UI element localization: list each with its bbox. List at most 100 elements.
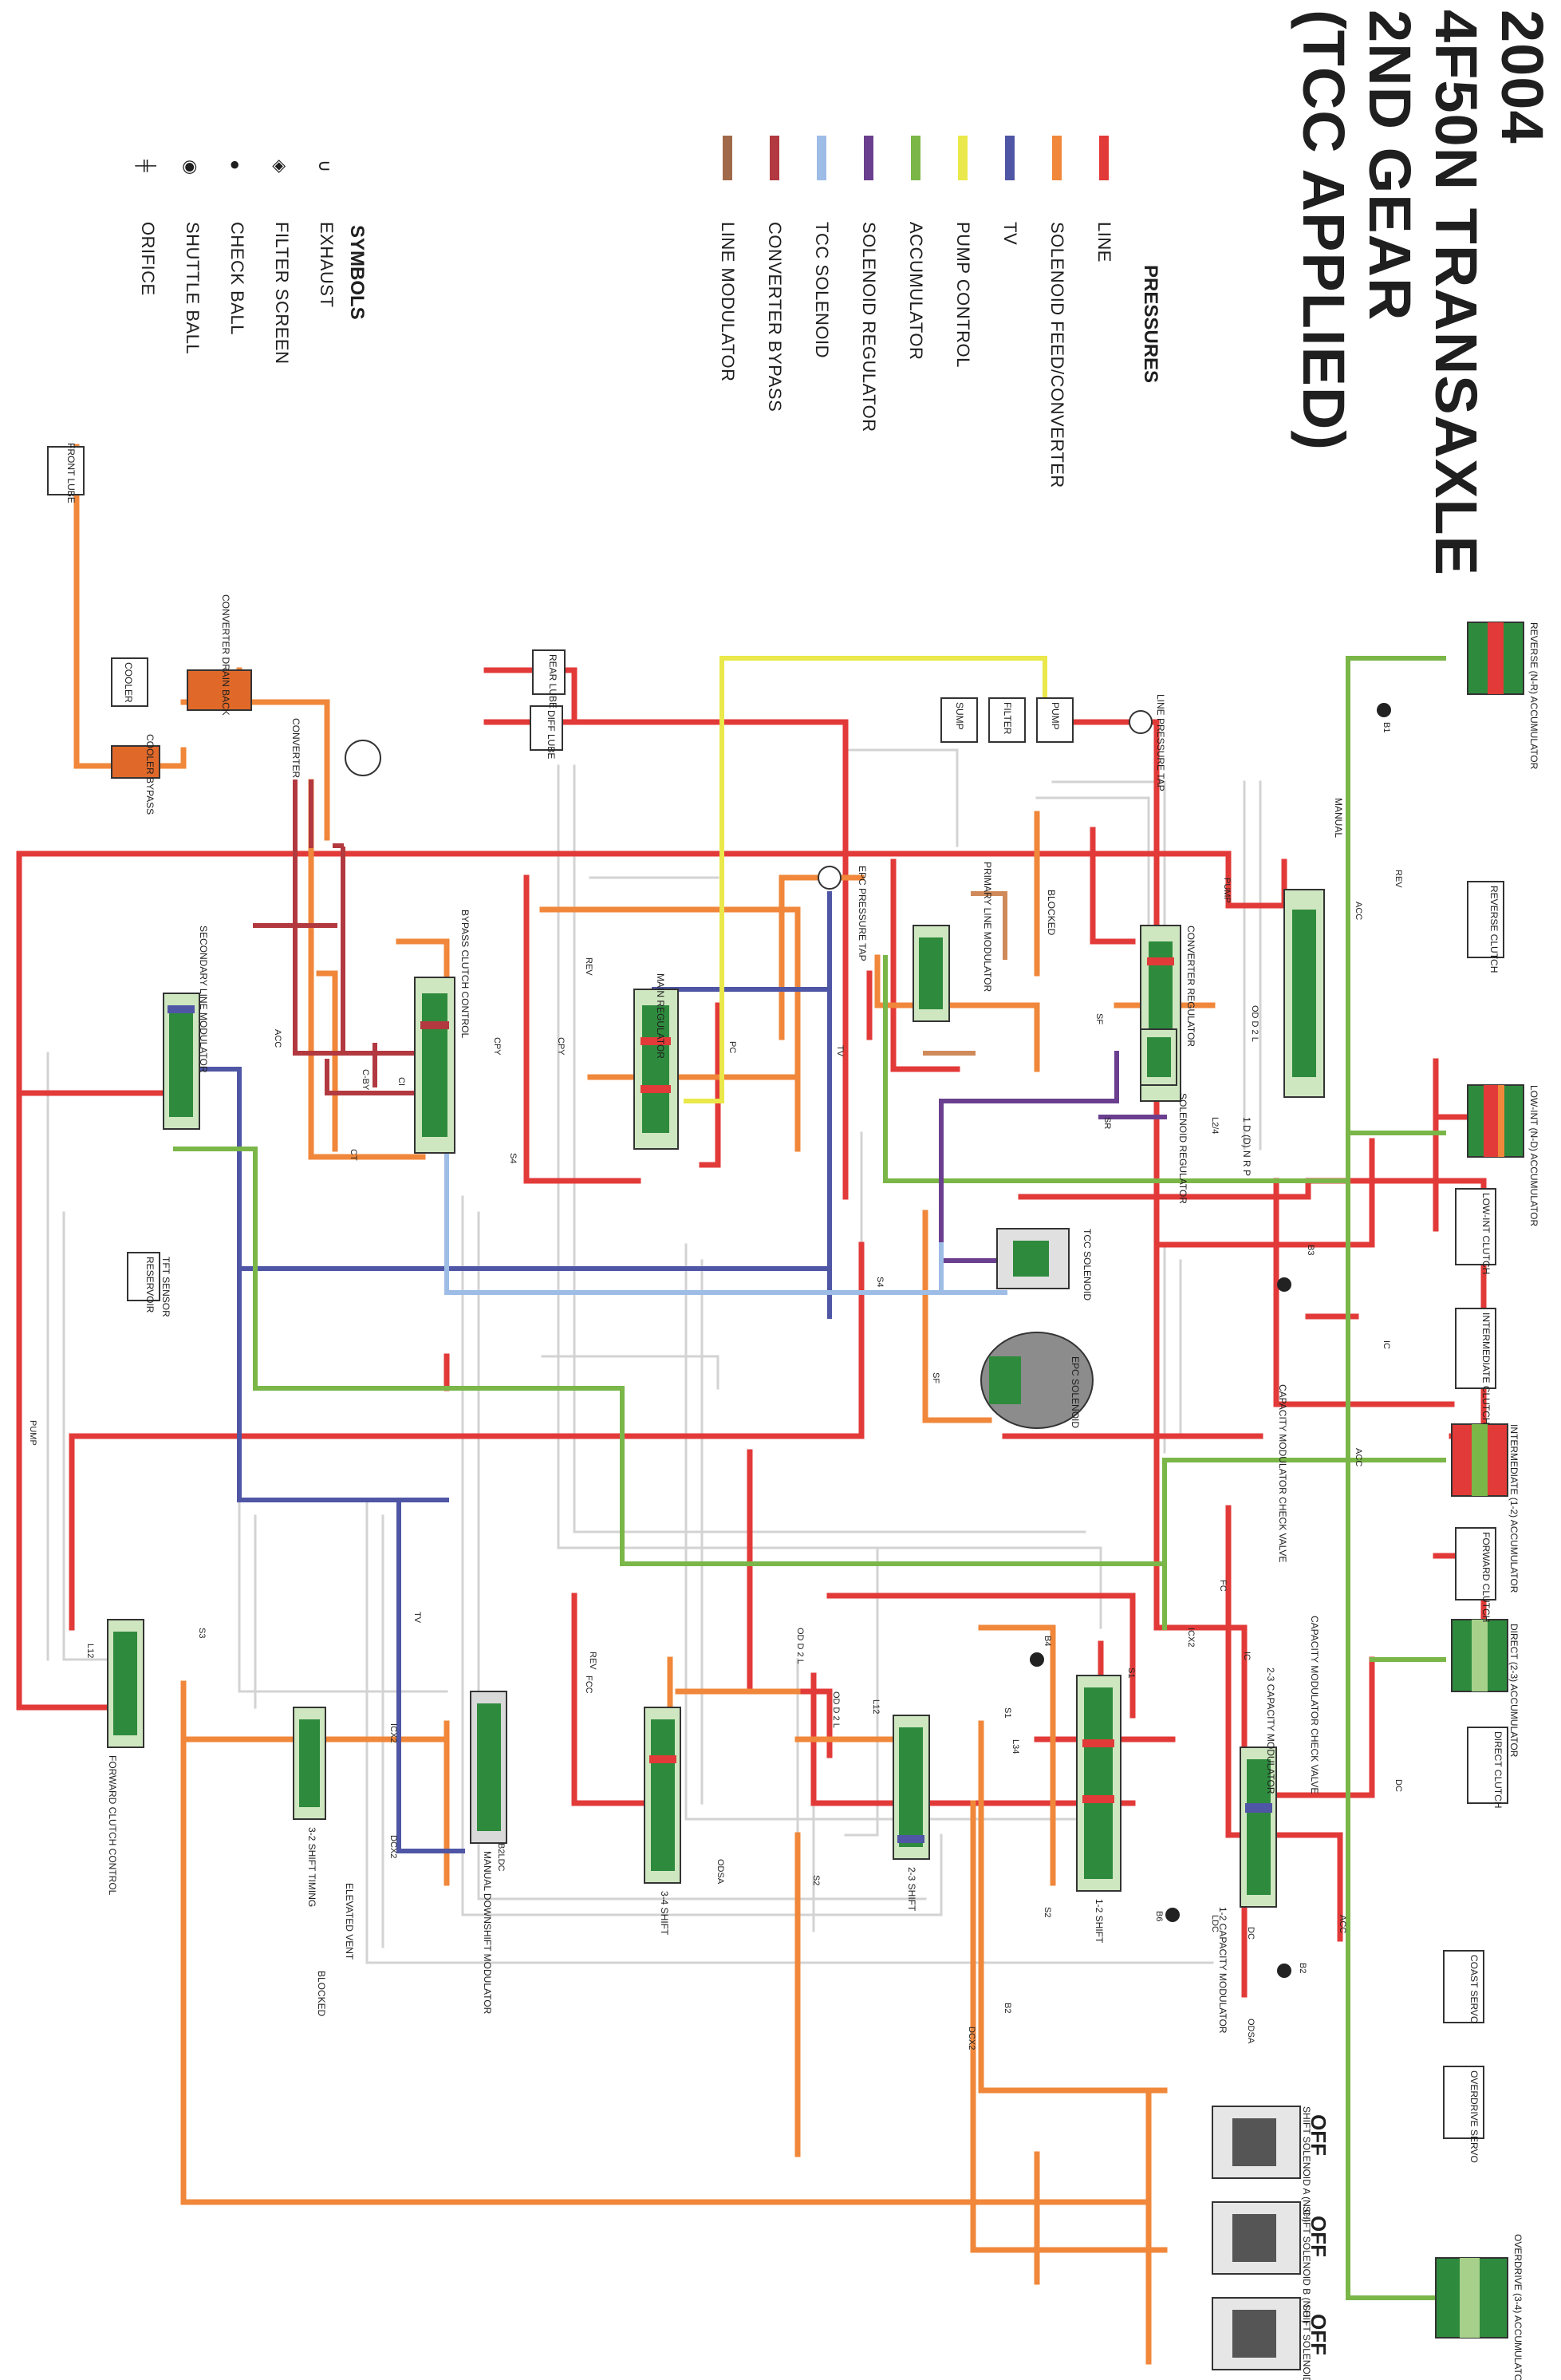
- primary-line-modulator-label: PRIMARY LINE MODULATOR: [982, 862, 993, 993]
- shift-solenoid-c-label: SHIFT SOLENOID C (N.O.): [1301, 2304, 1312, 2380]
- svg-text:IC: IC: [1382, 1340, 1391, 1349]
- diff-lube-label: DIFF LUBE: [546, 710, 557, 760]
- svg-text:REV: REV: [584, 957, 593, 976]
- svg-text:L12: L12: [871, 1699, 881, 1714]
- tv-passages: [189, 891, 832, 1853]
- secondary-line-modulator-valve: [163, 993, 200, 1130]
- low-int-clutch-label: LOW-INT CLUTCH: [1480, 1193, 1492, 1275]
- svg-text:ACC: ACC: [1354, 1448, 1363, 1466]
- intermediate-clutch-label: INTERMEDIATE CLUTCH: [1480, 1312, 1492, 1425]
- capacity-modulator-check-valve-2-label: CAPACITY MODULATOR CHECK VALVE: [1309, 1616, 1320, 1794]
- epc-pressure-tap-label: EPC PRESSURE TAP: [857, 866, 868, 961]
- svg-text:B2: B2: [1298, 1963, 1307, 1973]
- svg-text:DCX2: DCX2: [967, 2027, 976, 2050]
- svg-text:B2: B2: [1003, 2003, 1012, 2013]
- svg-text:CPY: CPY: [492, 1037, 502, 1056]
- svg-text:PUMP: PUMP: [28, 1420, 37, 1446]
- shift-2-3-valve: [893, 1715, 930, 1860]
- modulator-2-3-valve: [1240, 1747, 1277, 1908]
- cooler-box: [111, 657, 148, 707]
- overdrive-servo-box: [1443, 2066, 1484, 2139]
- svg-text:CT: CT: [349, 1149, 358, 1161]
- svg-text:B4: B4: [1043, 1636, 1052, 1646]
- shift-3-4-label: 3-4 SHIFT: [659, 1891, 670, 1936]
- converter-bypass-dashed: [333, 843, 345, 1056]
- tcc-solenoid-label: TCC SOLENOID: [1082, 1229, 1093, 1301]
- overdrive-servo-label: OVERDRIVE SERVO: [1468, 2070, 1480, 2163]
- shift-2-3-label: 2-3 SHIFT: [906, 1867, 917, 1912]
- right-side-components: [1435, 622, 1524, 2339]
- coast-servo-label: COAST SERVO: [1468, 1955, 1480, 2024]
- converter-bypass-passages: [293, 780, 433, 1095]
- reservoir-label: RESERVOIR: [144, 1257, 156, 1313]
- passage-labels: REV PUMP ACC OD D 2 L SF L2/4 SR PC TV C…: [28, 722, 1403, 2050]
- svg-text:ACC: ACC: [1338, 1915, 1347, 1933]
- low-int-accumulator: [1467, 1084, 1524, 1158]
- svg-text:TV: TV: [412, 1612, 422, 1624]
- forward-clutch-control-valve: [107, 1619, 144, 1748]
- direct-clutch-label: DIRECT CLUTCH: [1492, 1731, 1504, 1809]
- cooler-bypass: [111, 745, 160, 779]
- svg-text:PC: PC: [727, 1041, 737, 1053]
- diff-lube-box: [530, 705, 563, 751]
- pressure-swatch: [817, 136, 826, 180]
- svg-text:REV: REV: [1393, 870, 1403, 888]
- shift-solenoid-a-label: SHIFT SOLENOID A (N.C.): [1301, 2106, 1312, 2223]
- manual-valve: [1283, 889, 1325, 1098]
- svg-text:S4: S4: [508, 1153, 518, 1163]
- svg-text:B2LDC: B2LDC: [496, 1843, 506, 1872]
- epc-solenoid-label: EPC SOLENOID: [1070, 1356, 1081, 1429]
- exhaust-passages: [46, 748, 1262, 1964]
- svg-text:SF: SF: [931, 1372, 940, 1383]
- elevated-vent-label: ELEVATED VENT: [344, 1883, 355, 1960]
- svg-text:S1: S1: [1003, 1707, 1012, 1718]
- sump-label: SUMP: [954, 702, 965, 730]
- filter-label: FILTER: [1002, 702, 1013, 735]
- svg-text:ACC: ACC: [1354, 902, 1363, 920]
- svg-text:S4: S4: [875, 1277, 885, 1287]
- forward-clutch-label: FORWARD CLUTCH: [1480, 1532, 1492, 1623]
- blocked-2-label: BLOCKED: [316, 1971, 327, 2017]
- pressure-swatch: [1099, 136, 1109, 180]
- svg-text:DC: DC: [1393, 1779, 1403, 1792]
- line-pressure-tap-gauge: [1129, 710, 1153, 734]
- reverse-accumulator-label: REVERSE (N-R) ACCUMULATOR: [1528, 622, 1539, 770]
- svg-text:CPY: CPY: [556, 1037, 566, 1056]
- coast-servo-box: [1443, 1950, 1484, 2023]
- cooler-bypass-label: COOLER BYPASS: [144, 734, 156, 815]
- svg-text:OD D 2 L: OD D 2 L: [795, 1628, 805, 1664]
- svg-text:PUMP: PUMP: [1222, 878, 1232, 903]
- bypass-clutch-control-valve: [414, 977, 455, 1154]
- svg-text:CI: CI: [396, 1077, 406, 1086]
- accumulator-passages: [173, 656, 1446, 2300]
- svg-text:L2/4: L2/4: [1210, 1117, 1220, 1134]
- svg-text:L34: L34: [1011, 1739, 1020, 1754]
- pressure-swatch: [770, 136, 779, 180]
- overdrive-accumulator: [1435, 2257, 1508, 2339]
- solenoid-regulator-passages: [939, 1051, 1167, 1263]
- tft-sensor-label: TFT SENSOR: [160, 1257, 171, 1317]
- svg-text:FCC: FCC: [584, 1675, 593, 1694]
- forward-clutch-control-label: FORWARD CLUTCH CONTROL: [107, 1755, 118, 1896]
- converter-symbol: [345, 740, 381, 776]
- epc-pressure-tap-gauge: [818, 866, 842, 890]
- line-pressure-passages: [16, 667, 1519, 1998]
- svg-text:SR: SR: [1102, 1117, 1112, 1129]
- intermediate-clutch-box: [1455, 1308, 1496, 1389]
- shift-1-2-valve: [1076, 1675, 1121, 1892]
- main-regulator-valve: [633, 989, 679, 1150]
- manual-positions-label: 1 D (D) N R P: [1241, 1117, 1252, 1177]
- main-regulator-label: MAIN REGULATOR: [655, 973, 666, 1059]
- svg-text:OD D 2 L: OD D 2 L: [831, 1691, 841, 1728]
- converter-drain-back-label: CONVERTER DRAIN BACK: [220, 594, 231, 716]
- svg-text:B1: B1: [1382, 722, 1391, 732]
- svg-text:ODSA: ODSA: [1246, 2019, 1256, 2044]
- rear-lube-box: [532, 649, 566, 695]
- svg-text:L12: L12: [85, 1644, 95, 1658]
- tcc-solenoid: [996, 1228, 1070, 1289]
- svg-text:TV: TV: [835, 1045, 845, 1057]
- reverse-accumulator: [1467, 622, 1524, 695]
- svg-text:LDC: LDC: [1210, 1915, 1220, 1932]
- svg-text:S1: S1: [1126, 1668, 1136, 1678]
